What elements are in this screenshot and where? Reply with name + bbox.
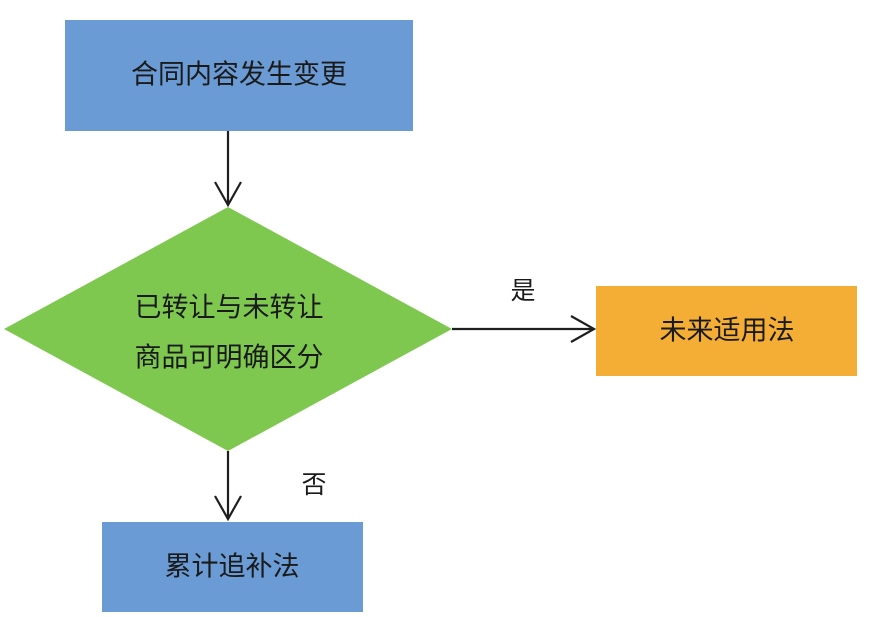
start-node-text: 合同内容发生变更 xyxy=(131,60,347,91)
no-node-text: 累计追补法 xyxy=(165,552,300,583)
start-node: 合同内容发生变更 xyxy=(65,20,413,131)
decision-node-line2: 商品可明确区分 xyxy=(135,343,324,374)
start-node-box xyxy=(65,20,413,131)
decision-node-line1: 已转让与未转让 xyxy=(135,293,324,324)
no-node-box xyxy=(102,522,363,612)
decision-node: 已转让与未转让 商品可明确区分 xyxy=(4,207,452,451)
no-label: 否 xyxy=(301,470,326,499)
yes-node-box xyxy=(596,286,857,376)
arrow-decision-to-no xyxy=(214,451,242,522)
yes-node: 未来适用法 xyxy=(596,286,857,376)
decision-node-diamond xyxy=(4,207,452,451)
yes-node-text: 未来适用法 xyxy=(660,316,795,347)
arrow-decision-to-yes xyxy=(452,315,597,343)
yes-label: 是 xyxy=(510,276,535,305)
arrow-start-to-decision xyxy=(214,131,242,208)
no-node: 累计追补法 xyxy=(102,522,363,612)
